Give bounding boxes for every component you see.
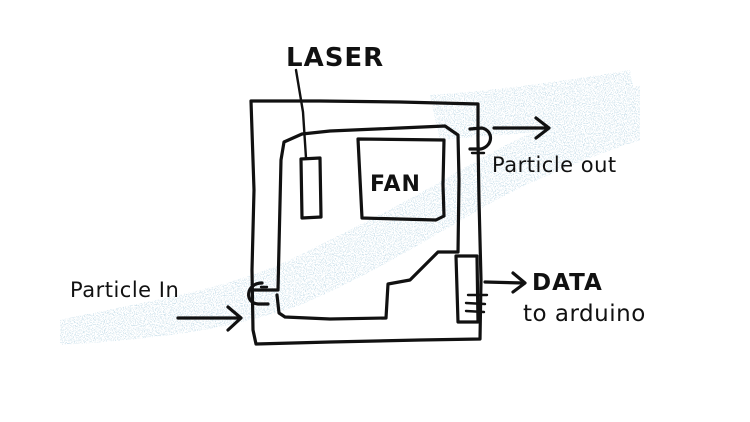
data-arrow-icon — [483, 271, 527, 294]
particle-out-label: Particle out — [492, 153, 617, 177]
data-label: DATA — [532, 270, 603, 296]
outlet-port — [468, 126, 493, 151]
particle-out-arrow-icon — [492, 116, 551, 140]
fan-box — [356, 137, 446, 222]
data-connector — [454, 254, 480, 324]
fan-label: FAN — [370, 172, 421, 197]
air-channel — [250, 124, 461, 321]
particle-in-label: Particle In — [70, 278, 179, 302]
laser-leader-line — [294, 68, 308, 160]
to-arduino-label: to arduino — [523, 301, 646, 327]
airflow-mist — [60, 70, 640, 345]
laser-label: LASER — [286, 43, 384, 73]
inlet-port — [247, 281, 270, 306]
particle-in-arrow-icon — [176, 305, 243, 332]
laser-module — [299, 156, 323, 220]
connector-pins — [464, 293, 489, 314]
